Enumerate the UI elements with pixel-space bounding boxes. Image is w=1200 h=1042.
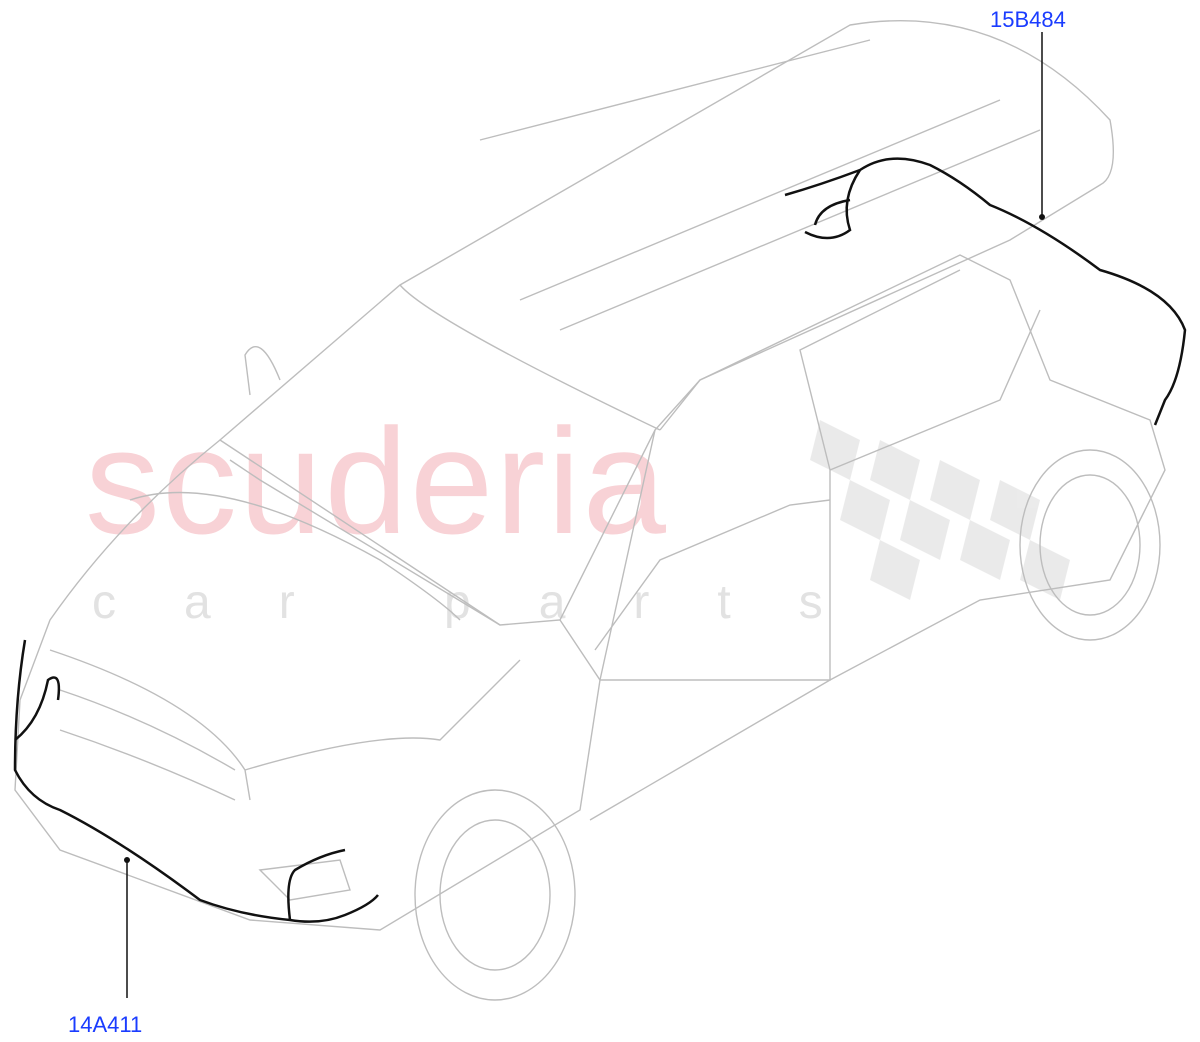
harness-rear-wire	[784, 157, 1187, 426]
car-outline	[14, 19, 1166, 1001]
watermark-logo: scuderia	[85, 397, 668, 565]
checker-watermark	[810, 420, 1070, 600]
watermark-subtitle: car parts	[92, 576, 891, 629]
harness-front-wire	[13, 639, 379, 923]
callout-14a411[interactable]: 14A411	[68, 1012, 143, 1037]
callout-15b484[interactable]: 15B484	[990, 7, 1066, 32]
